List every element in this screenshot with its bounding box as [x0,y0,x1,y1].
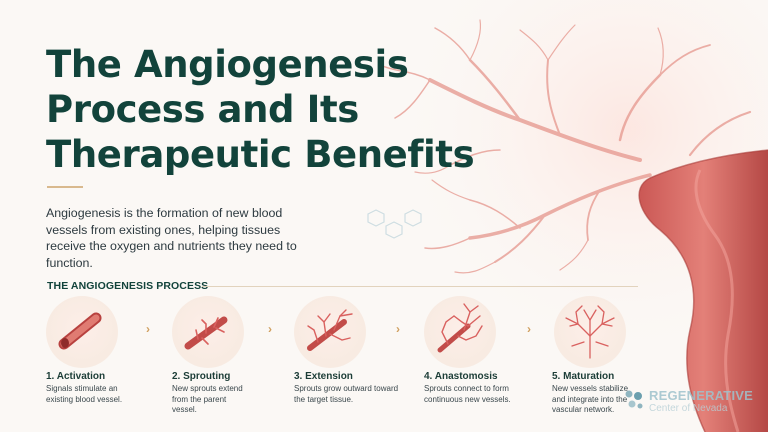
step-description: Sprouts connect to form continuous new v… [424,384,511,404]
step-title: 4. Anastomosis [424,371,498,382]
step-title: 2. Sprouting [172,371,231,382]
page-title: The Angiogenesis Process and Its Therape… [46,42,475,177]
title-line: Therapeutic Benefits [46,133,475,176]
step-description: Signals stimulate an existing blood vess… [46,384,123,404]
section-heading: THE ANGIOGENESIS PROCESS [47,280,209,292]
step-illustration [294,296,366,368]
logo-wordmark: REGENERATIVE [649,388,754,403]
chevron-right-icon: › [146,322,150,336]
blood-vessel-icon [58,312,102,350]
title-line: Process and Its [46,88,359,131]
step-description: Sprouts grow outward toward the target t… [294,384,399,404]
step-title: 1. Activation [46,371,106,382]
brand-logo: REGENERATIVE Center of Nevada [624,388,764,418]
logo-dots-icon [625,390,643,409]
extending-vessel-icon [307,309,353,351]
step-illustration [424,296,496,368]
step-illustration [554,296,626,368]
step-title: 5. Maturation [552,371,615,382]
chevron-right-icon: › [527,322,531,336]
intro-text: Angiogenesis is the formation of new blo… [46,206,297,270]
step-description: New vessels stabilize and integrate into… [552,384,629,414]
step-illustration [172,296,244,368]
title-divider [47,186,83,188]
section-rule [202,286,638,287]
step-illustration [46,296,118,368]
step-title: 3. Extension [294,371,353,382]
vessel-network-icon [565,305,615,359]
step-description: New sprouts extend from the parent vesse… [172,384,243,414]
connected-vessels-icon [437,303,483,353]
chevron-right-icon: › [268,322,272,336]
logo-subtitle: Center of Nevada [649,403,728,414]
title-line: The Angiogenesis [46,43,409,86]
chevron-right-icon: › [396,322,400,336]
sprouting-vessel-icon [184,316,228,350]
